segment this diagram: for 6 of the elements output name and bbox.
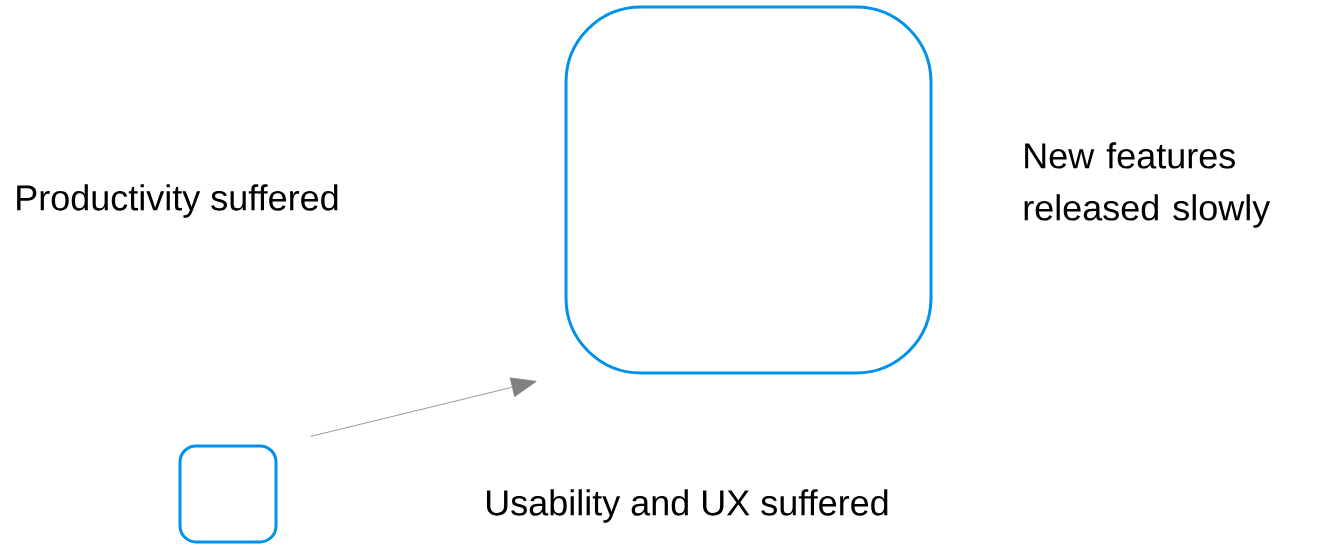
rounded-box <box>178 444 278 544</box>
rounded-box <box>564 5 933 375</box>
arrow <box>310 377 537 437</box>
text-label: New features released slowly <box>1024 142 1271 228</box>
text-label: Usability and UX suffered <box>487 489 888 523</box>
text-label: Productivity suffered <box>17 184 338 218</box>
